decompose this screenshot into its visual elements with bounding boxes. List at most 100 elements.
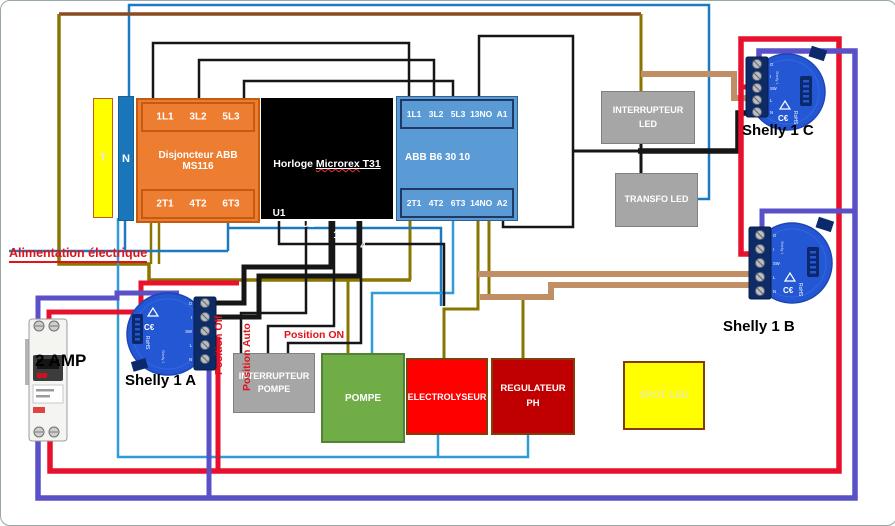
wire-red — [47, 36, 842, 474]
terminal-u2: U2 — [301, 219, 315, 230]
terminal-c-1l1: 1L1 — [406, 109, 422, 119]
earth-busbar-label: T — [99, 152, 107, 164]
shelly-b-label: Shelly 1 B — [723, 318, 795, 335]
shelly-b-screws — [755, 230, 765, 296]
terminal-c-2t1: 2T1 — [406, 198, 422, 208]
contactor-title: ABB B6 30 10 — [405, 152, 471, 163]
terminal-u1: U1 — [272, 208, 286, 219]
ce-mark: C€ — [144, 323, 155, 332]
terminal-5l3: 5L3 — [222, 111, 240, 123]
terminal-a1: A1 — [496, 109, 508, 119]
wire-black — [209, 221, 362, 320]
pump-switch-block: INTERRUPTEUR POMPE — [233, 353, 315, 413]
svg-text:I: I — [770, 74, 771, 79]
wire-black — [242, 79, 455, 102]
terminal-c-3l2: 3L2 — [428, 109, 444, 119]
svg-text:SW: SW — [770, 86, 777, 91]
qr-patch — [815, 216, 835, 233]
svg-text:SW: SW — [773, 261, 780, 266]
svg-text:N: N — [189, 357, 192, 362]
svg-text:L: L — [773, 275, 776, 280]
position-off-label: Position Off — [213, 315, 225, 376]
svg-text:N: N — [770, 110, 773, 115]
circuit-breaker-block: 1L1 3L2 5L3 Disjoncteur ABB MS116 2T1 4T… — [136, 98, 260, 223]
terminal-2t1: 2T1 — [156, 198, 174, 210]
breaker-brand-tag — [33, 407, 45, 413]
terminal-a2: A2 — [496, 198, 508, 208]
timer-bottom-terminals: U1 U2 1 4 2 — [261, 197, 393, 263]
svg-text:L: L — [770, 98, 773, 103]
terminal-6t3: 6T3 — [222, 198, 240, 210]
terminal-1l1: 1L1 — [156, 111, 174, 123]
terminal-4: 4 — [360, 241, 366, 252]
rohs-mark: RoHS — [797, 283, 803, 297]
neutral-busbar: N — [118, 96, 134, 221]
warning-triangle-icon — [783, 271, 797, 282]
ce-mark: C€ — [783, 286, 794, 295]
shelly-c-screws — [752, 59, 762, 117]
wire-blue — [127, 3, 711, 201]
svg-text:I: I — [191, 315, 192, 320]
qr-patch — [808, 45, 828, 62]
wire-black — [151, 41, 411, 100]
wire-blue — [228, 226, 443, 306]
svg-text:SW: SW — [185, 329, 192, 334]
terminal-4t2: 4T2 — [189, 198, 207, 210]
svg-text:O: O — [773, 233, 777, 238]
earth-busbar: T — [93, 98, 113, 218]
terminal-14no: 14NO — [470, 198, 493, 208]
shelly-a-terminal-labels: O I SW L N — [185, 301, 192, 362]
terminal-13no: 13NO — [470, 109, 493, 119]
wire-tan — [480, 282, 753, 300]
wire-indigo — [759, 208, 855, 233]
terminal-c-5l3: 5L3 — [450, 109, 466, 119]
ph-regulator-block: REGULATEUR PH — [491, 358, 575, 435]
wire-olive — [57, 14, 411, 282]
wire-olive — [442, 218, 480, 360]
timer-title-suffix: T31 — [359, 158, 381, 170]
warning-triangle-icon — [778, 99, 792, 110]
svg-text:I: I — [773, 247, 774, 252]
wire-lightblue — [116, 218, 530, 459]
wire-black — [286, 221, 363, 355]
warning-triangle-icon — [146, 306, 160, 317]
ce-mark: C€ — [778, 114, 789, 123]
svg-text:O: O — [189, 301, 193, 306]
contactor-bottom-terminals: 2T1 4T2 6T3 14NO A2 — [400, 188, 514, 218]
contactor-top-terminals: 1L1 3L2 5L3 13NO A1 — [400, 99, 514, 129]
timer-clock-block: Horloge Microrex T31 U1 U2 1 4 2 — [261, 98, 393, 263]
2amp-breaker-device — [25, 318, 68, 442]
breaker-title: Disjoncteur ABB MS116 — [158, 150, 238, 172]
position-auto-label: Position Auto — [241, 323, 253, 391]
wire-black — [477, 34, 575, 229]
shelly-b-device-text: Shelly 1 — [780, 241, 784, 255]
shelly-b-device: C€ RoHS Shelly 1 O I SW L N — [748, 216, 835, 304]
shelly-c-terminal-labels: O I SW L N — [770, 62, 777, 115]
timer-title: Horloge Microrex T31 — [266, 146, 388, 170]
wire-lightblue — [370, 218, 455, 355]
svg-text:O: O — [770, 62, 774, 67]
shelly-a-screws — [200, 298, 210, 364]
terminal-c-6t3: 6T3 — [450, 198, 466, 208]
power-supply-label: Alimentation électrique — [9, 246, 148, 263]
wire-black — [207, 221, 334, 306]
led-transformer-block: TRANSFO LED — [615, 173, 698, 227]
breaker-bottom-terminals: 2T1 4T2 6T3 — [141, 189, 255, 219]
shelly-a-device: C€ RoHS Shelly 1 O I SW L N — [126, 292, 217, 376]
rohs-mark: RoHS — [792, 111, 798, 125]
led-switch-block: INTERRUPTEUR LED — [601, 91, 695, 144]
shelly-a-label: Shelly 1 A — [125, 372, 197, 389]
terminal-3l2: 3L2 — [189, 111, 207, 123]
led-spot-block: SPOT LED — [623, 361, 705, 430]
terminal-c-4t2: 4T2 — [428, 198, 444, 208]
pump-block: POMPE — [321, 353, 405, 443]
contactor-block: 1L1 3L2 5L3 13NO A1 ABB B6 30 10 2T1 4T2… — [396, 96, 518, 221]
wire-indigo — [35, 290, 179, 321]
rohs-mark: RoHS — [144, 336, 150, 350]
svg-text:L: L — [190, 343, 193, 348]
breaker-top-terminals: 1L1 3L2 5L3 — [141, 102, 255, 132]
breaker-label-strip — [32, 384, 64, 404]
shelly-c-device: C€ RoHS Shelly 1 O I SW L N — [745, 45, 828, 131]
